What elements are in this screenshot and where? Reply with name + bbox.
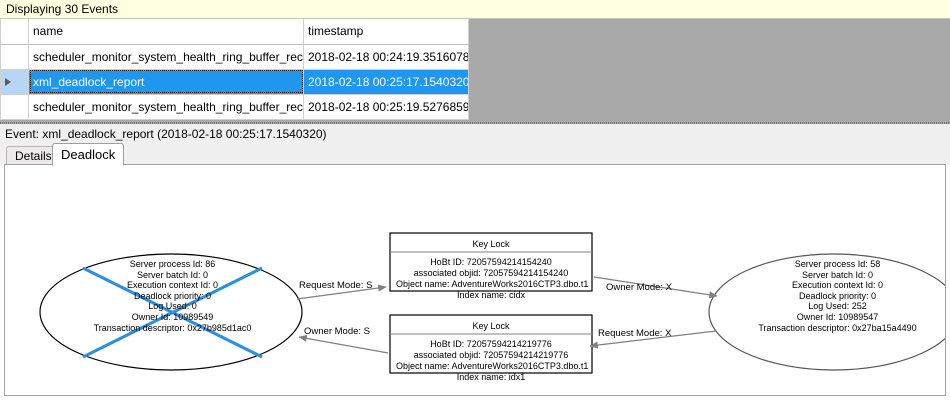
- process-right-line-7: Transaction descriptor: 0x27ba15a4490: [758, 322, 917, 333]
- process-right-line-2: Server batch Id: 0: [801, 269, 874, 280]
- process-right-line-5: Log Used: 252: [808, 301, 867, 312]
- deadlock-graph-svg: [39, 232, 945, 374]
- process-node-right[interactable]: Server process Id: 58 Server batch Id: 0…: [730, 259, 945, 333]
- row-selector-cell[interactable]: [0, 44, 29, 70]
- edge-label-left-request: Request Mode: S: [299, 280, 373, 291]
- process-left-line-3: Execution context Id: 0: [126, 280, 219, 291]
- process-right-line-1: Server process Id: 58: [794, 259, 881, 269]
- resource-node-bottom-shape: [389, 314, 593, 374]
- edge-left-request-line: [296, 284, 387, 300]
- process-left-line-1: Server process Id: 86: [129, 259, 216, 269]
- event-detail-header: Event: xml_deadlock_report (2018-02-18 0…: [0, 124, 950, 145]
- column-header-selector[interactable]: [0, 19, 29, 45]
- table-row[interactable]: scheduler_monitor_system_health_ring_buf…: [0, 94, 469, 120]
- edge-label-right-request: Request Mode: X: [598, 328, 672, 339]
- process-left-line-5: Log Used: 0: [148, 301, 197, 312]
- cell-name[interactable]: scheduler_monitor_system_health_ring_buf…: [28, 44, 304, 70]
- victim-cross-line-2: [82, 266, 263, 359]
- row-selector-cell[interactable]: [0, 69, 29, 95]
- process-left-line-2: Server batch Id: 0: [136, 269, 209, 280]
- row-selector-arrow-icon: [5, 78, 11, 87]
- resource-node-top-shape: [389, 232, 593, 292]
- resource-node-top-title: Key Lock: [472, 239, 510, 249]
- cell-name[interactable]: scheduler_monitor_system_health_ring_buf…: [28, 94, 304, 120]
- cell-timestamp[interactable]: 2018-02-18 00:24:19.3516078: [303, 44, 469, 70]
- events-count-label: Displaying 30 Events: [6, 2, 119, 16]
- table-row[interactable]: xml_deadlock_report 2018-02-18 00:25:17.…: [0, 69, 469, 95]
- tab-details[interactable]: Details: [6, 146, 61, 165]
- process-right-line-6: Owner Id: 10989547: [796, 311, 879, 322]
- row-selector-cell[interactable]: [0, 94, 29, 120]
- table-header-row: name timestamp: [0, 19, 469, 45]
- edge-right-request-line: [589, 330, 717, 349]
- cell-timestamp[interactable]: 2018-02-18 00:25:19.5276859: [303, 94, 469, 120]
- column-header-name[interactable]: name: [28, 19, 304, 45]
- process-right-line-4: Deadlock priority: 0: [798, 290, 877, 301]
- process-left-line-6: Owner Id: 10989549: [131, 311, 214, 322]
- events-grid[interactable]: name timestamp scheduler_monitor_system_…: [0, 19, 950, 124]
- events-count-banner: Displaying 30 Events: [0, 0, 950, 19]
- edge-right-owner-line: [593, 276, 718, 299]
- edge-left-owner-line: [298, 334, 389, 354]
- events-table: name timestamp scheduler_monitor_system_…: [0, 19, 469, 120]
- resource-node-bottom-title: Key Lock: [472, 321, 510, 331]
- resource-node-top[interactable]: HoBt ID: 72057594214154240 associated ob…: [396, 257, 589, 301]
- event-detail-title: Event: xml_deadlock_report (2018-02-18 0…: [5, 127, 327, 141]
- process-left-line-4: Deadlock priority: 0: [133, 290, 212, 301]
- process-right-line-3: Execution context Id: 0: [791, 280, 884, 291]
- deadlock-graph-canvas[interactable]: Server process Id: 86 Server batch Id: 0…: [4, 164, 946, 396]
- column-header-timestamp[interactable]: timestamp: [303, 19, 469, 45]
- resource-node-bottom[interactable]: HoBt ID: 72057594214219776 associated ob…: [396, 339, 589, 383]
- edge-label-right-owner: Owner Mode: X: [606, 282, 672, 293]
- resource-bottom-line-4: Index name: idx1: [456, 372, 526, 382]
- resource-top-line-3: Object name: AdventureWorks2016CTP3.dbo.…: [396, 279, 589, 289]
- detail-tabstrip: Details Deadlock: [0, 143, 950, 166]
- cell-timestamp[interactable]: 2018-02-18 00:25:17.1540320: [303, 69, 469, 95]
- resource-bottom-line-1: HoBt ID: 72057594214219776: [430, 339, 552, 349]
- grid-splitter[interactable]: [0, 122, 950, 125]
- cell-name[interactable]: xml_deadlock_report: [28, 69, 304, 95]
- edge-label-left-owner: Owner Mode: S: [304, 326, 370, 337]
- resource-top-line-1: HoBt ID: 72057594214154240: [430, 257, 552, 267]
- resource-bottom-line-2: associated objid: 72057594214219776: [413, 350, 569, 360]
- process-node-left[interactable]: Server process Id: 86 Server batch Id: 0…: [65, 259, 280, 333]
- resource-bottom-line-3: Object name: AdventureWorks2016CTP3.dbo.…: [396, 361, 589, 371]
- resource-top-line-2: associated objid: 72057594214154240: [413, 268, 569, 278]
- process-node-right-shape: [708, 253, 945, 371]
- process-left-line-7: Transaction descriptor: 0x27b985d1ac0: [93, 322, 252, 333]
- table-row[interactable]: scheduler_monitor_system_health_ring_buf…: [0, 44, 469, 70]
- tab-deadlock[interactable]: Deadlock: [52, 143, 125, 166]
- resource-top-line-4: Index name: cidx: [456, 290, 526, 300]
